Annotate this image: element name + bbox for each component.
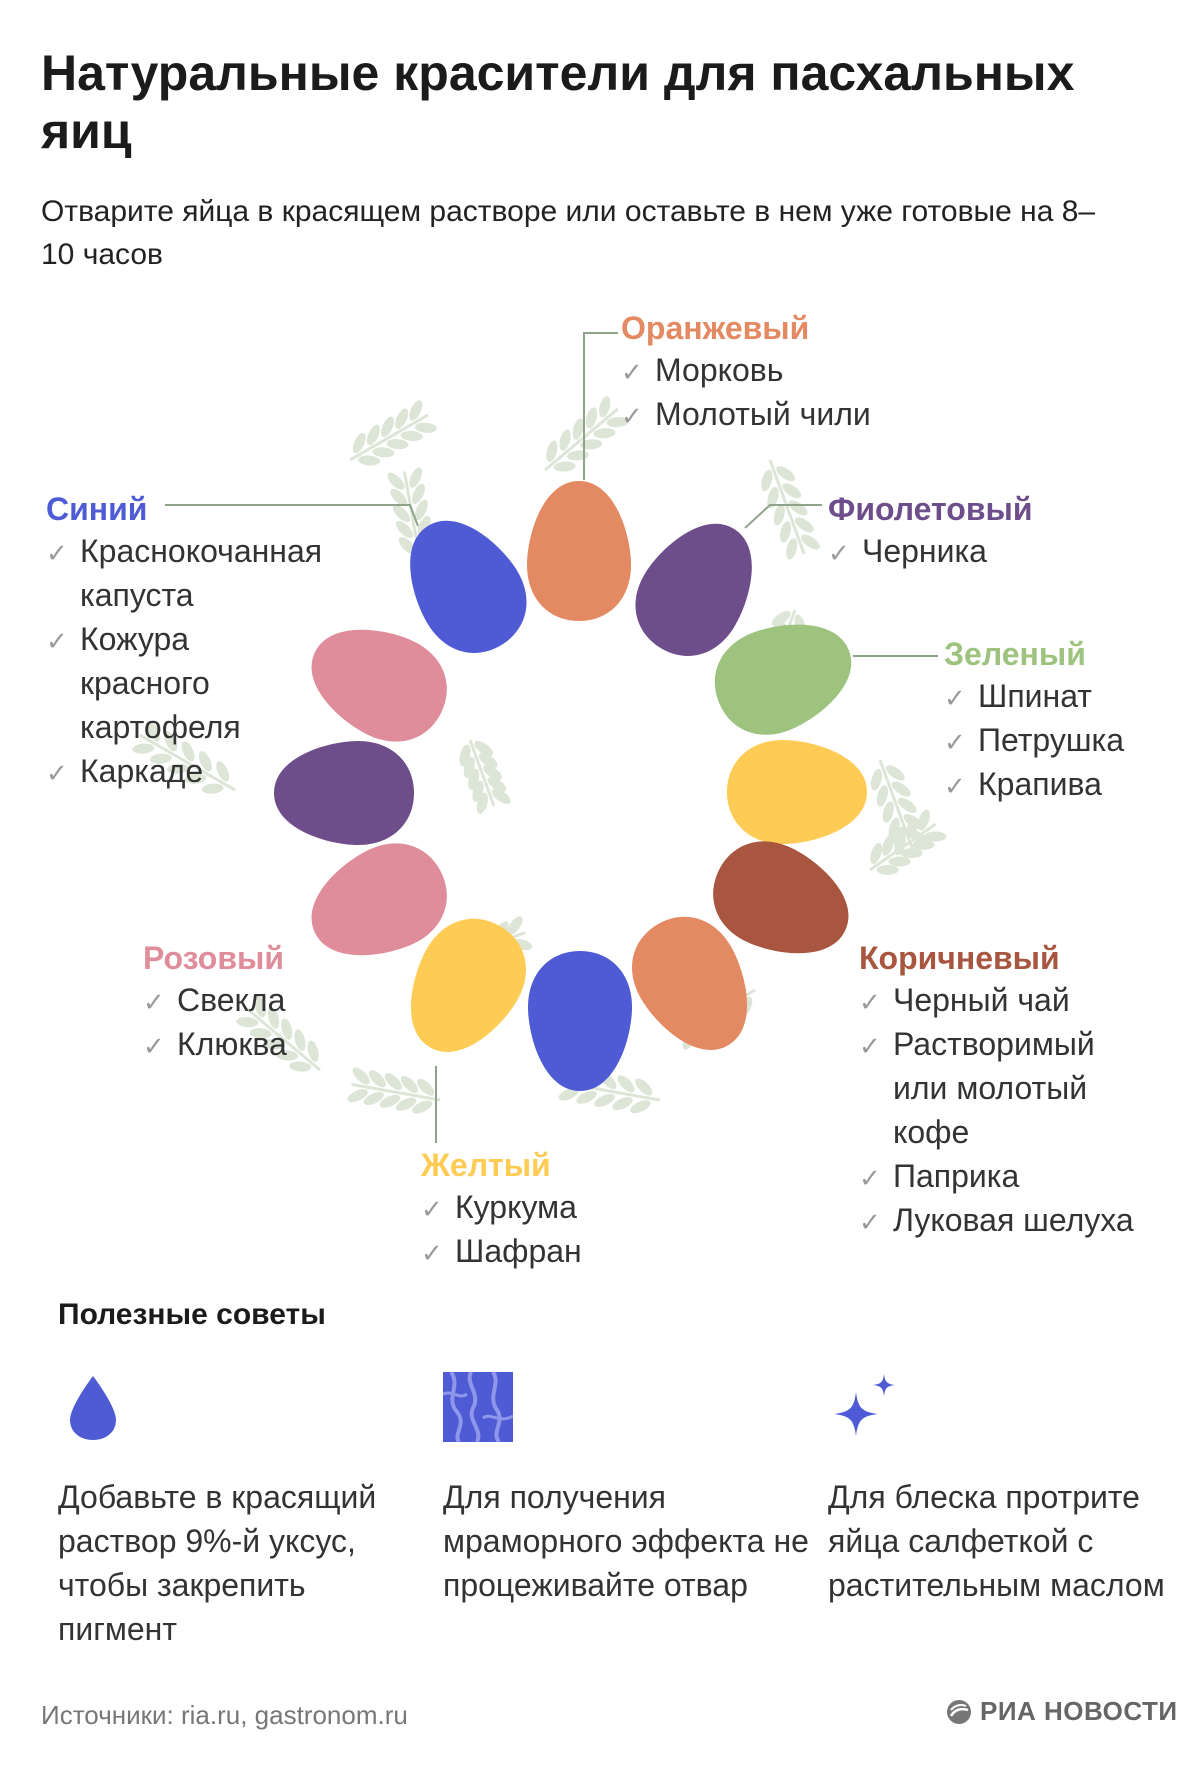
egg-blue xyxy=(410,520,527,653)
group-title-green: Зеленый xyxy=(944,636,1086,672)
leaf-sprig xyxy=(761,459,820,560)
list-item: ✓Куркума xyxy=(421,1185,582,1229)
egg-brown xyxy=(713,841,849,954)
page-title: Натуральные красители для пасхальных яиц xyxy=(41,45,1075,159)
eggs-wreath-diagram xyxy=(132,332,947,1143)
marble-icon xyxy=(442,1370,514,1444)
group-title-violet: Фиолетовый xyxy=(828,491,1033,527)
egg-green xyxy=(714,624,852,735)
group-brown: Коричневый ✓Черный чай ✓Растворимый или … xyxy=(859,938,1189,1242)
list-item: ✓Краснокочанная капуста xyxy=(46,533,323,613)
egg-pink xyxy=(311,843,447,956)
group-yellow: Желтый ✓Куркума ✓Шафран xyxy=(421,1145,582,1273)
logo-text: РИА НОВОСТИ xyxy=(980,1696,1178,1726)
list-brown: ✓Черный чай ✓Растворимый или молотый коф… xyxy=(859,978,1189,1242)
sparkle-icon xyxy=(834,1374,895,1436)
drop-icon xyxy=(70,1376,116,1440)
sources-note: Источники: ria.ru, gastronom.ru xyxy=(41,1700,408,1730)
egg-violet xyxy=(274,741,414,845)
group-title-pink: Розовый xyxy=(143,940,284,976)
list-item: ✓Луковая шелуха xyxy=(859,1198,1189,1242)
check-icon: ✓ xyxy=(46,626,68,656)
leaf-sprig xyxy=(459,739,511,814)
egg-blue xyxy=(528,951,632,1091)
list-item: ✓Молотый чили xyxy=(621,392,871,436)
list-blue: ✓Краснокочанная капуста ✓Кожура красного… xyxy=(46,529,376,793)
list-item: ✓Клюква xyxy=(143,1022,287,1066)
check-icon: ✓ xyxy=(944,683,966,713)
list-item: ✓Кожура красного картофеля xyxy=(46,621,241,745)
list-orange: ✓Морковь ✓Молотый чили xyxy=(621,348,871,436)
leaf-sprig xyxy=(544,396,629,472)
leaf-sprig xyxy=(236,996,321,1072)
group-pink: Розовый ✓Свекла ✓Клюква xyxy=(143,938,287,1066)
list-item: ✓Каркаде xyxy=(46,749,376,793)
check-icon: ✓ xyxy=(944,727,966,757)
group-green: Зеленый ✓Шпинат ✓Петрушка ✓Крапива xyxy=(944,634,1124,806)
group-blue: Синий ✓Краснокочанная капуста ✓Кожура кр… xyxy=(46,489,376,793)
check-icon: ✓ xyxy=(944,771,966,801)
check-icon: ✓ xyxy=(143,987,165,1017)
check-icon: ✓ xyxy=(143,1031,165,1061)
list-violet: ✓Черника xyxy=(828,529,1032,573)
egg-yellow xyxy=(411,918,526,1052)
tip-text: Для блеска протрите яйца салфеткой с рас… xyxy=(828,1479,1165,1603)
group-violet: Фиолетовый ✓Черника xyxy=(828,489,1032,573)
tip-text: Для получения мраморного эффекта не проц… xyxy=(443,1479,809,1603)
list-yellow: ✓Куркума ✓Шафран xyxy=(421,1185,582,1273)
leaf-sprig xyxy=(349,400,437,466)
egg-yellow xyxy=(727,740,867,844)
list-pink: ✓Свекла ✓Клюква xyxy=(143,978,287,1066)
check-icon: ✓ xyxy=(421,1194,443,1224)
egg-violet xyxy=(635,523,752,656)
check-icon: ✓ xyxy=(46,538,68,568)
list-item: ✓Крапива xyxy=(944,762,1124,806)
connector-line xyxy=(165,504,419,527)
leaf-sprig xyxy=(347,1067,441,1114)
check-icon: ✓ xyxy=(859,1207,881,1237)
list-item: ✓Шафран xyxy=(421,1229,582,1273)
ria-novosti-logo: РИА НОВОСТИ xyxy=(946,1696,1178,1727)
connector-line xyxy=(583,332,618,480)
connector-line xyxy=(744,504,822,529)
group-title-orange: Оранжевый xyxy=(621,310,810,346)
group-title-yellow: Желтый xyxy=(421,1147,551,1183)
list-item: ✓Растворимый или молотый кофе xyxy=(859,1026,1095,1150)
connector-lines xyxy=(165,332,938,1143)
leaf-sprig xyxy=(869,809,947,875)
check-icon: ✓ xyxy=(828,538,850,568)
group-title-brown: Коричневый xyxy=(859,940,1060,976)
tip-vinegar: Добавьте в красящий раствор 9%-й уксус, … xyxy=(58,1372,428,1651)
check-icon: ✓ xyxy=(421,1238,443,1268)
list-item: ✓Черника xyxy=(828,529,1032,573)
egg-orange xyxy=(632,916,747,1050)
list-item: ✓Петрушка xyxy=(944,718,1124,762)
check-icon: ✓ xyxy=(859,987,881,1017)
list-item: ✓Шпинат xyxy=(944,674,1124,718)
check-icon: ✓ xyxy=(859,1163,881,1193)
list-item: ✓Черный чай xyxy=(859,978,1189,1022)
list-item: ✓Свекла xyxy=(143,978,287,1022)
egg-orange xyxy=(527,481,631,621)
egg-pink xyxy=(311,629,447,742)
list-item: ✓Паприка xyxy=(859,1154,1189,1198)
list-item: ✓Морковь xyxy=(621,348,871,392)
tip-shine: Для блеска протрите яйца салфеткой с рас… xyxy=(828,1372,1198,1607)
group-title-blue: Синий xyxy=(46,491,148,527)
check-icon: ✓ xyxy=(621,401,643,431)
check-icon: ✓ xyxy=(621,357,643,387)
tip-marble: Для получения мраморного эффекта не проц… xyxy=(442,1370,813,1607)
tip-text: Добавьте в красящий раствор 9%-й уксус, … xyxy=(58,1479,377,1647)
tips-heading: Полезные советы xyxy=(58,1298,326,1331)
ria-logo-icon xyxy=(947,1699,971,1724)
check-icon: ✓ xyxy=(859,1031,881,1061)
group-orange: Оранжевый ✓Морковь ✓Молотый чили xyxy=(621,308,871,436)
leaf-sprig xyxy=(132,721,236,794)
eggs-ring xyxy=(274,481,867,1091)
leaf-decorations xyxy=(132,396,947,1114)
check-icon: ✓ xyxy=(46,758,68,788)
list-green: ✓Шпинат ✓Петрушка ✓Крапива xyxy=(944,674,1124,806)
page-subtitle: Отварите яйца в красящем растворе или ос… xyxy=(41,195,1096,271)
